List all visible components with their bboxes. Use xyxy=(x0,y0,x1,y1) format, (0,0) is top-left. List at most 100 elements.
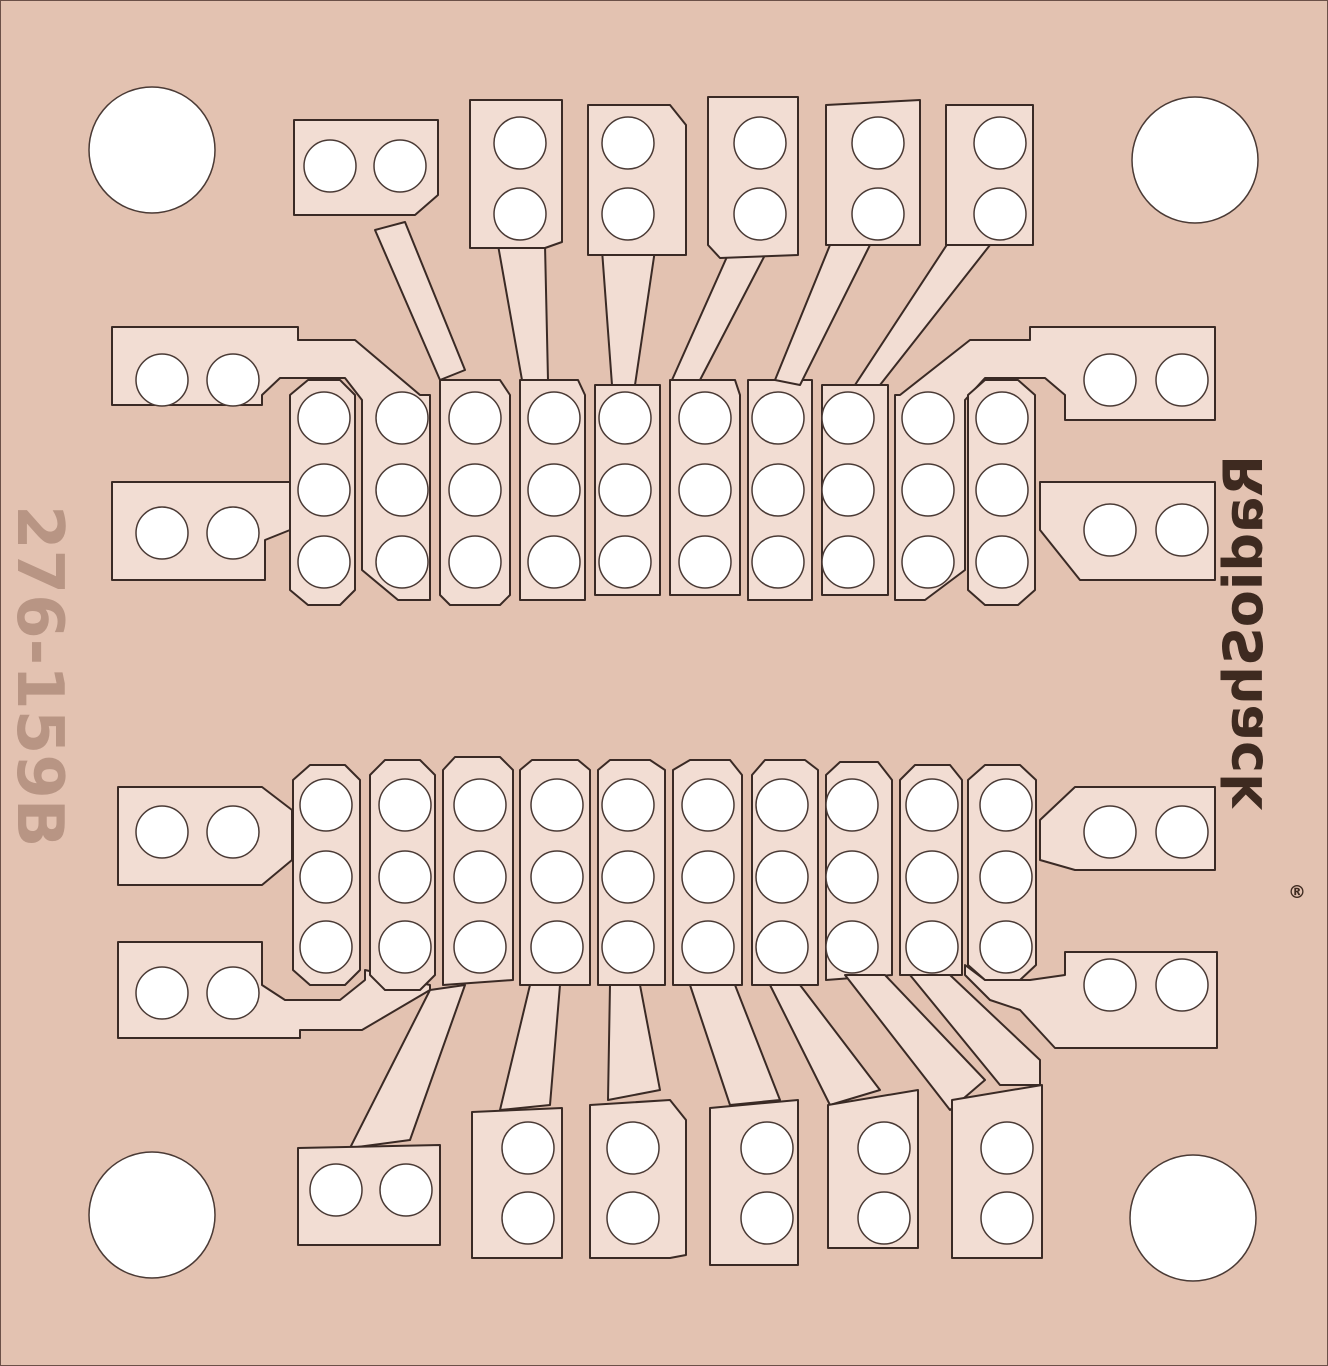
through-hole xyxy=(606,1121,660,1175)
through-hole xyxy=(905,778,959,832)
mounting-hole-bottom-left xyxy=(88,1151,216,1279)
through-hole xyxy=(1155,503,1209,557)
through-hole xyxy=(299,850,353,904)
through-hole xyxy=(851,116,905,170)
brand-logo: RadioShack xyxy=(1212,455,1275,810)
through-hole xyxy=(740,1121,794,1175)
through-hole xyxy=(297,535,351,589)
through-hole xyxy=(857,1191,911,1245)
through-hole xyxy=(1155,353,1209,407)
brand-label: RadioShack xyxy=(1212,455,1275,810)
finger-bottom-7 xyxy=(909,974,1041,1086)
through-hole xyxy=(527,535,581,589)
through-hole xyxy=(453,778,507,832)
pad-top-right-upper xyxy=(894,326,1216,601)
through-hole xyxy=(501,1191,555,1245)
through-hole xyxy=(825,920,879,974)
through-hole xyxy=(901,463,955,517)
through-hole xyxy=(378,778,432,832)
brand-registered-mark: ® xyxy=(1288,882,1306,903)
part-number-label: 276-159B xyxy=(2,505,76,848)
through-hole xyxy=(1083,503,1137,557)
through-hole xyxy=(821,463,875,517)
through-hole xyxy=(980,1121,1034,1175)
through-hole xyxy=(901,391,955,445)
through-hole xyxy=(493,187,547,241)
through-hole xyxy=(135,506,189,560)
through-hole xyxy=(681,778,735,832)
through-hole xyxy=(309,1163,363,1217)
through-hole xyxy=(606,1191,660,1245)
through-hole xyxy=(601,850,655,904)
through-hole xyxy=(601,778,655,832)
mounting-hole-bottom-right xyxy=(1129,1154,1257,1282)
through-hole xyxy=(530,920,584,974)
pad-top-left-upper xyxy=(111,326,431,601)
through-hole xyxy=(379,1163,433,1217)
through-hole xyxy=(135,805,189,859)
through-hole xyxy=(598,463,652,517)
through-hole xyxy=(375,463,429,517)
through-hole xyxy=(299,778,353,832)
through-hole xyxy=(733,187,787,241)
finger-bottom-3 xyxy=(607,984,661,1101)
through-hole xyxy=(206,353,260,407)
through-hole xyxy=(975,535,1029,589)
through-hole xyxy=(678,535,732,589)
through-hole xyxy=(751,463,805,517)
through-hole xyxy=(973,187,1027,241)
through-hole xyxy=(975,463,1029,517)
through-hole xyxy=(373,139,427,193)
through-hole xyxy=(493,116,547,170)
through-hole xyxy=(973,116,1027,170)
through-hole xyxy=(1083,805,1137,859)
through-hole xyxy=(678,391,732,445)
through-hole xyxy=(905,920,959,974)
through-hole xyxy=(135,966,189,1020)
mounting-holes xyxy=(88,86,1259,1282)
through-hole xyxy=(297,463,351,517)
through-hole xyxy=(135,353,189,407)
through-hole xyxy=(1155,805,1209,859)
through-hole xyxy=(448,391,502,445)
through-hole xyxy=(755,850,809,904)
through-hole xyxy=(378,920,432,974)
through-hole xyxy=(206,966,260,1020)
through-hole xyxy=(825,778,879,832)
finger-bottom-4 xyxy=(689,984,781,1106)
through-hole xyxy=(851,187,905,241)
through-hole xyxy=(530,778,584,832)
through-hole xyxy=(755,778,809,832)
through-hole xyxy=(375,391,429,445)
through-hole xyxy=(601,920,655,974)
through-hole xyxy=(303,139,357,193)
through-hole xyxy=(1083,958,1137,1012)
through-hole xyxy=(601,187,655,241)
through-holes xyxy=(135,116,1209,1245)
finger-bottom-6 xyxy=(844,974,986,1111)
through-hole xyxy=(975,391,1029,445)
through-hole xyxy=(979,920,1033,974)
through-hole xyxy=(453,850,507,904)
through-hole xyxy=(375,535,429,589)
through-hole xyxy=(530,850,584,904)
through-hole xyxy=(979,778,1033,832)
through-hole xyxy=(678,463,732,517)
finger-top-1 xyxy=(374,221,466,381)
through-hole xyxy=(751,391,805,445)
through-hole xyxy=(448,463,502,517)
through-hole xyxy=(299,920,353,974)
through-hole xyxy=(378,850,432,904)
through-hole xyxy=(598,535,652,589)
through-hole xyxy=(527,463,581,517)
through-hole xyxy=(980,1191,1034,1245)
through-hole xyxy=(1083,353,1137,407)
through-hole xyxy=(448,535,502,589)
through-hole xyxy=(1155,958,1209,1012)
through-hole xyxy=(501,1121,555,1175)
through-hole xyxy=(905,850,959,904)
through-hole xyxy=(825,850,879,904)
mounting-hole-top-right xyxy=(1131,96,1259,224)
through-hole xyxy=(740,1191,794,1245)
